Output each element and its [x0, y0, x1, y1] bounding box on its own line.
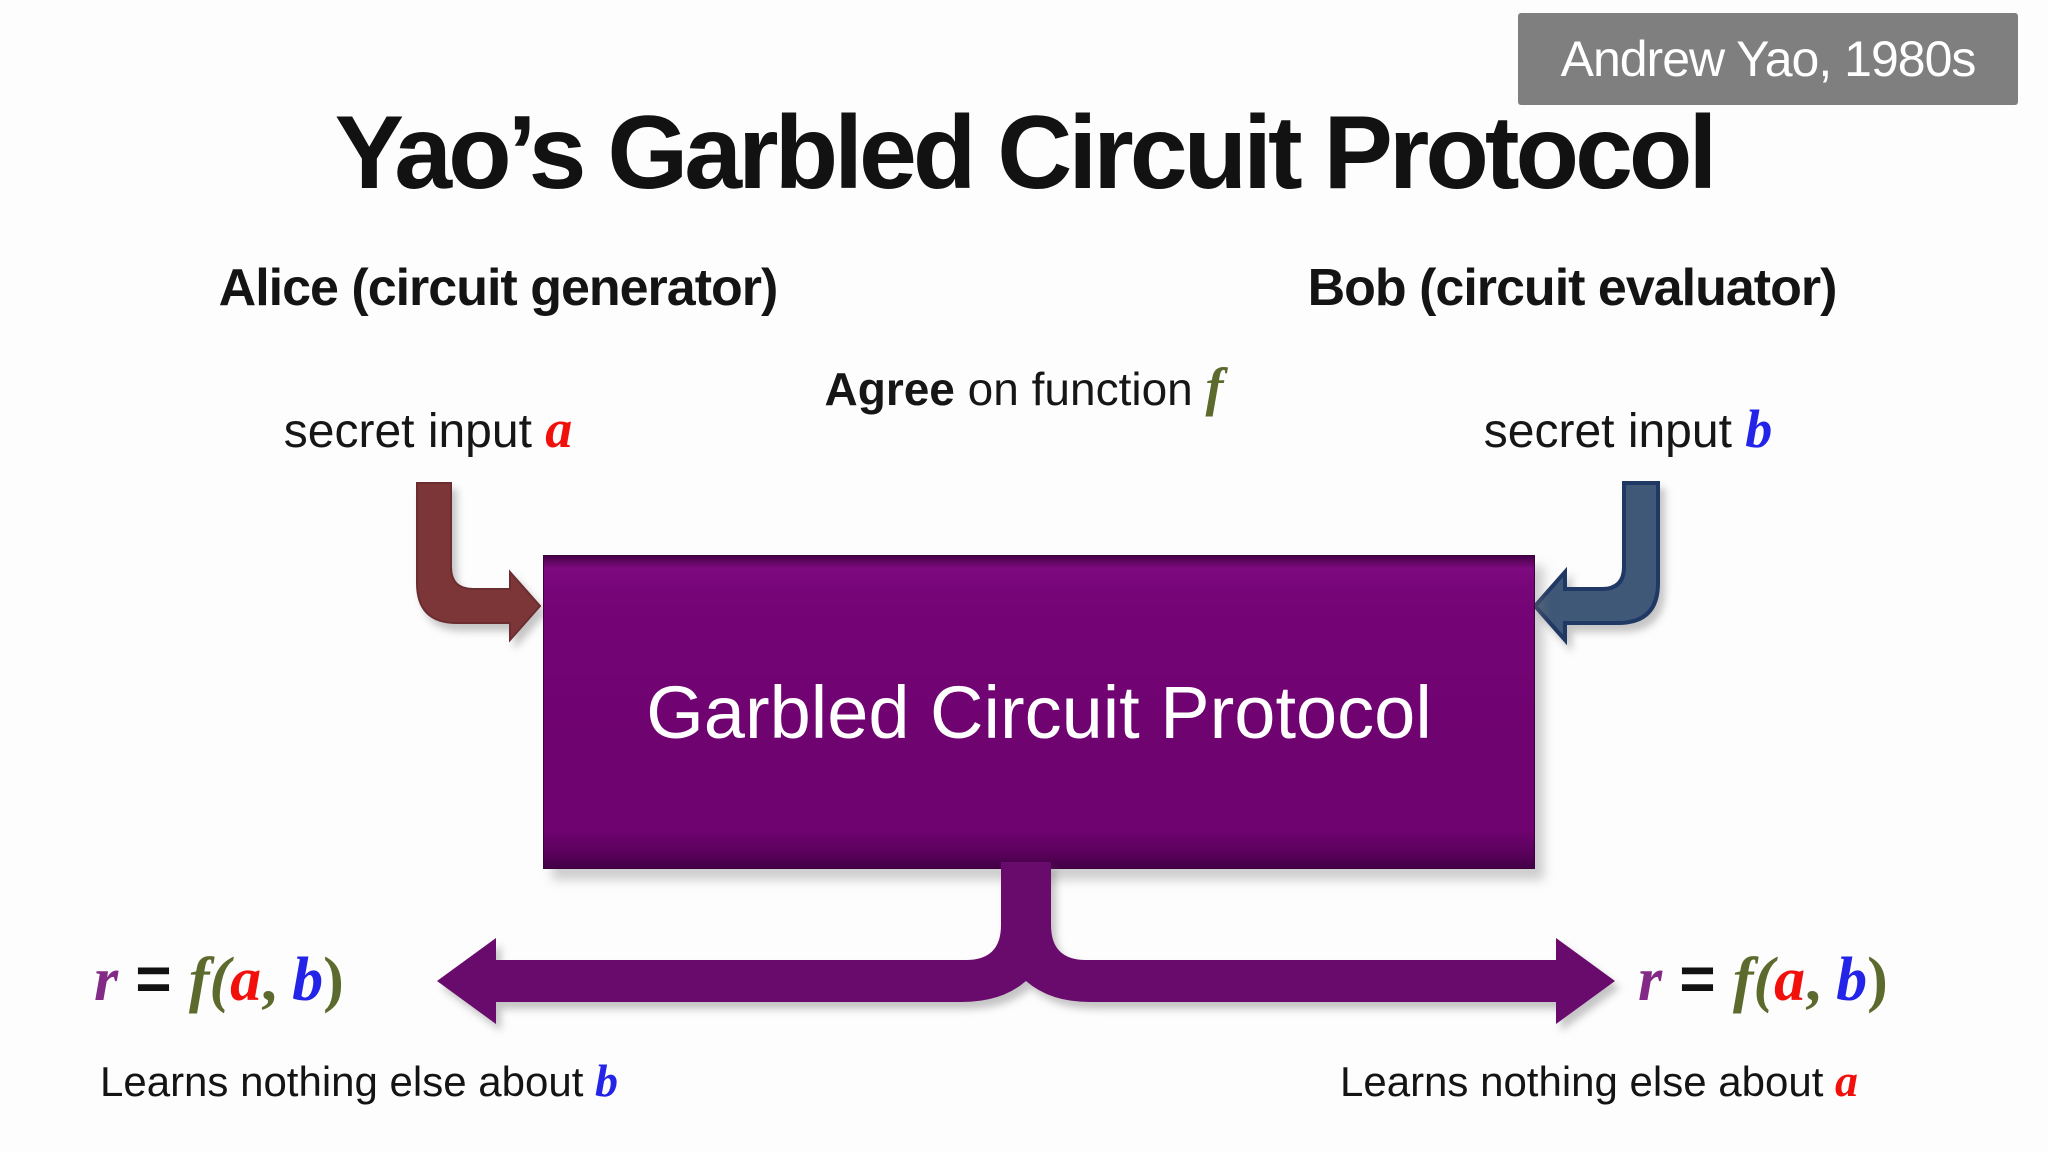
bob-result-formula: r = f(a, b): [1638, 944, 1888, 1016]
formula-f-open: f(: [188, 946, 231, 1014]
agree-emphasis: Agree: [824, 363, 955, 415]
attribution-text: Andrew Yao, 1980s: [1560, 31, 1977, 87]
protocol-box-label: Garbled Circuit Protocol: [646, 670, 1432, 754]
bob-input-arrow-icon: [1532, 481, 1660, 646]
formula-a: a: [1774, 946, 1806, 1014]
formula-equals: =: [118, 945, 189, 1014]
caption-prefix: Learns nothing else about: [100, 1058, 596, 1105]
formula-comma: ,: [1805, 946, 1837, 1014]
garbled-circuit-protocol-box: Garbled Circuit Protocol: [543, 555, 1535, 869]
bob-secret-var-b: b: [1745, 399, 1773, 459]
alice-result-formula: r = f(a, b): [94, 944, 344, 1016]
bob-learns-nothing-caption: Learns nothing else about a: [1340, 1054, 1858, 1107]
formula-r: r: [1638, 946, 1663, 1014]
output-split-arrows-icon: [437, 862, 1615, 1024]
bob-secret-input-label: secret input b: [1228, 398, 2028, 460]
function-f-var: f: [1205, 357, 1224, 417]
agree-line: Agree on function f: [524, 356, 1524, 418]
alice-secret-input-label: secret input a: [28, 398, 828, 460]
formula-close: ): [1867, 946, 1888, 1014]
alice-secret-text: secret input: [283, 405, 546, 458]
caption-var-b: b: [595, 1055, 619, 1106]
alice-input-arrow-icon: [416, 482, 542, 643]
alice-learns-nothing-caption: Learns nothing else about b: [100, 1054, 618, 1107]
formula-f-open: f(: [1732, 946, 1775, 1014]
caption-var-a: a: [1835, 1055, 1859, 1106]
caption-prefix: Learns nothing else about: [1340, 1058, 1836, 1105]
slide-title: Yao’s Garbled Circuit Protocol: [334, 95, 1718, 211]
formula-r: r: [94, 946, 119, 1014]
formula-b: b: [292, 946, 324, 1014]
alice-header: Alice (circuit generator): [218, 259, 779, 317]
bob-secret-text: secret input: [1483, 405, 1746, 458]
alice-secret-var-a: a: [545, 399, 573, 459]
attribution-badge: Andrew Yao, 1980s: [1518, 13, 2018, 105]
formula-a: a: [230, 946, 262, 1014]
formula-b: b: [1836, 946, 1868, 1014]
formula-close: ): [323, 946, 344, 1014]
formula-comma: ,: [261, 946, 293, 1014]
formula-equals: =: [1662, 945, 1733, 1014]
bob-header: Bob (circuit evaluator): [1307, 259, 1838, 317]
agree-rest: on function: [954, 363, 1206, 415]
